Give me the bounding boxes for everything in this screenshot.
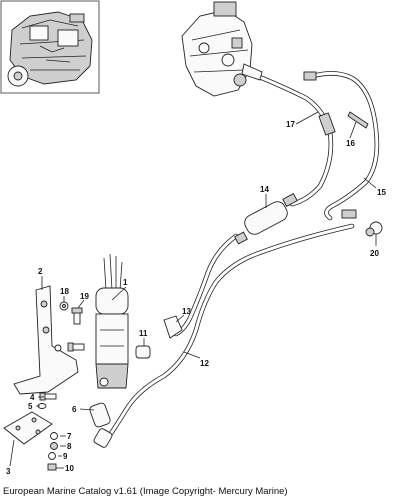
cable-tie-16[interactable] [347, 111, 369, 129]
fuel-hose-12[interactable] [105, 223, 355, 441]
callout-18: 18 [60, 287, 69, 296]
plate-3[interactable] [3, 411, 53, 445]
screw-19[interactable] [71, 307, 83, 325]
washer-bracket[interactable] [54, 344, 62, 352]
bolt-4[interactable] [39, 392, 57, 401]
copyright-caption: European Marine Catalog v1.61 (Image Cop… [3, 486, 288, 497]
fuel-hose-13[interactable] [173, 233, 239, 337]
leader-lines [9, 111, 377, 469]
fuel-pump-assembly[interactable] [181, 1, 263, 97]
callout-4: 4 [30, 393, 35, 402]
fitting-6[interactable] [89, 402, 112, 428]
callout-2: 2 [38, 267, 43, 276]
fuel-filter-14[interactable] [234, 193, 298, 245]
callout-12: 12 [200, 359, 209, 368]
engine-thumbnail[interactable] [0, 0, 100, 94]
callout-8: 8 [67, 442, 72, 451]
washer-7[interactable] [50, 432, 58, 440]
callout-11: 11 [139, 329, 148, 338]
callout-20: 20 [370, 249, 379, 258]
washer-8[interactable] [50, 442, 58, 450]
callout-1: 1 [123, 278, 128, 287]
washer-18[interactable] [59, 301, 69, 311]
callout-7: 7 [67, 432, 72, 441]
fitting-11[interactable] [135, 345, 151, 359]
callout-16: 16 [346, 139, 355, 148]
callout-10: 10 [65, 464, 74, 473]
fitting-end-12[interactable] [93, 428, 113, 449]
nut-9[interactable] [48, 452, 56, 460]
bolt-10[interactable] [47, 463, 57, 471]
bracket-2[interactable] [13, 285, 79, 395]
fitting-end-15[interactable] [341, 209, 357, 219]
callout-9: 9 [63, 452, 68, 461]
callout-3: 3 [6, 467, 11, 476]
screw-bracket[interactable] [67, 342, 85, 352]
callout-6: 6 [72, 405, 77, 414]
elbow-fitting-13[interactable] [163, 315, 183, 339]
electric-fuel-pump-1[interactable] [95, 253, 129, 389]
fitting-20[interactable] [365, 221, 383, 237]
callout-13: 13 [182, 307, 191, 316]
callout-19: 19 [80, 292, 89, 301]
fuel-hose-15[interactable] [303, 71, 380, 221]
callout-17: 17 [286, 120, 295, 129]
fuel-hose-17[interactable] [259, 75, 336, 207]
callout-14: 14 [260, 185, 269, 194]
callout-15: 15 [377, 188, 386, 197]
callout-labels: 1 2 3 4 5 6 7 8 9 10 11 12 13 14 15 16 1… [6, 120, 386, 476]
callout-5: 5 [28, 402, 33, 411]
